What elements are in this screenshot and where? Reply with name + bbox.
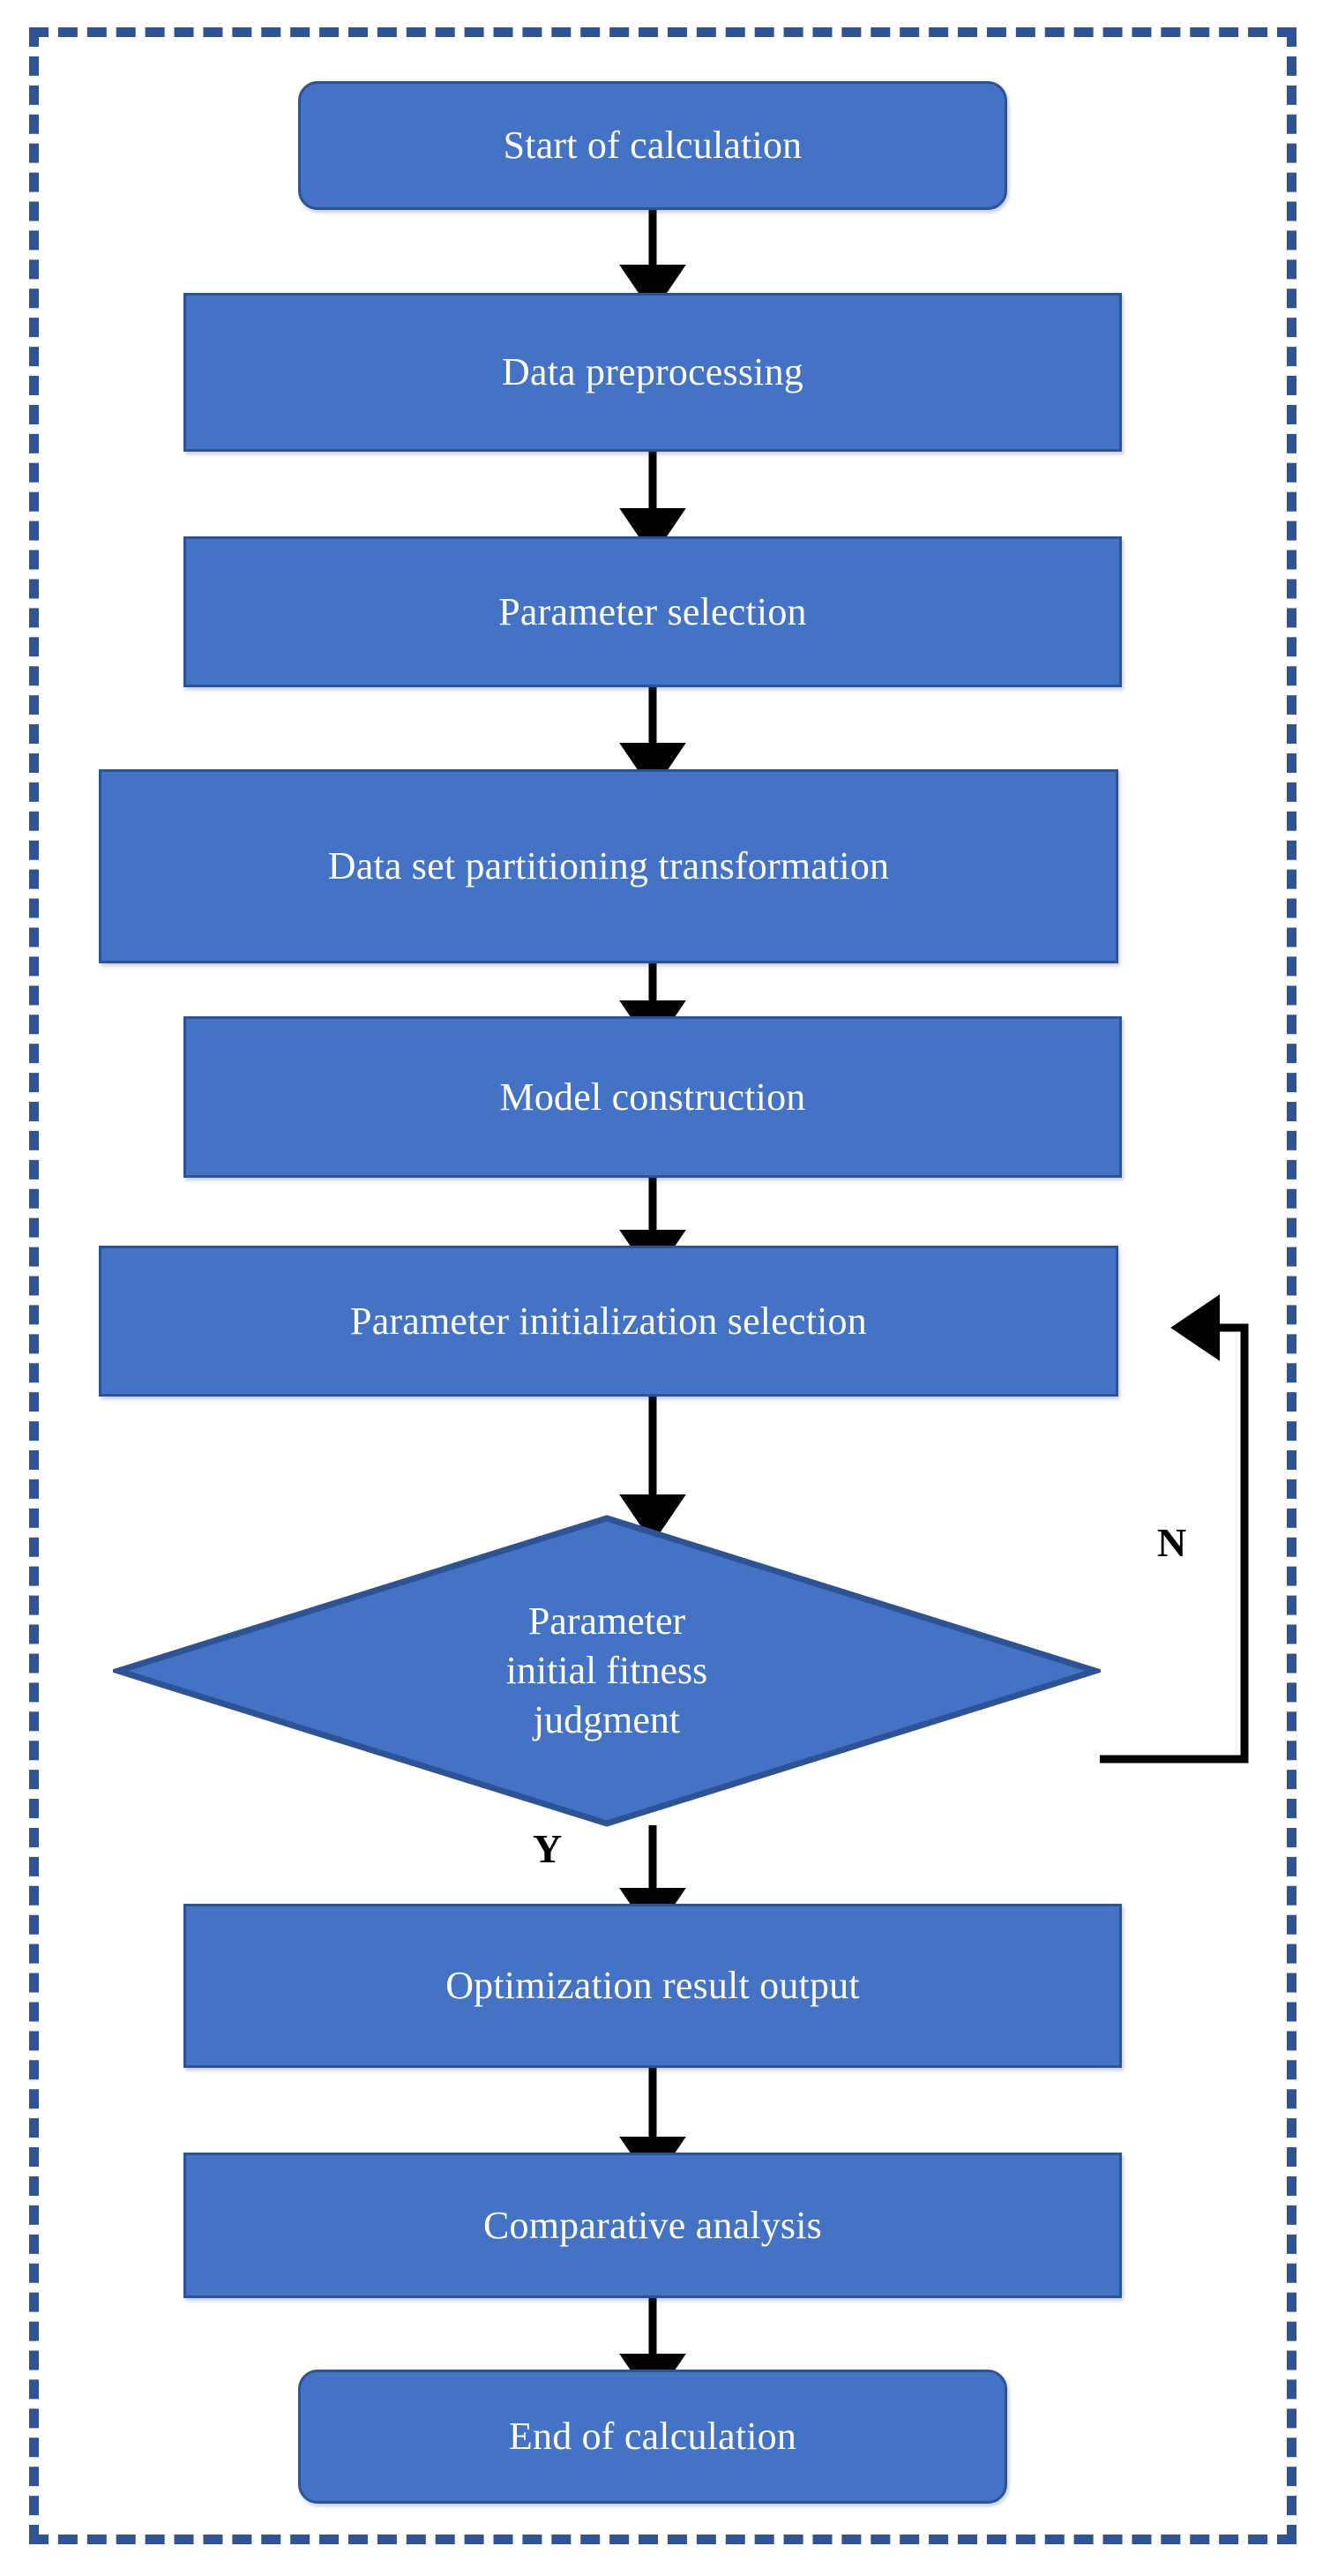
branch-label-no: N: [1157, 1520, 1187, 1565]
dashed-boundary-frame: [29, 27, 1296, 2544]
node-preprocess-label: Data preprocessing: [501, 350, 804, 394]
node-parameter-initialization-selection[interactable]: Parameter initialization selection: [99, 1246, 1118, 1397]
node-parameter-initial-fitness-judgment[interactable]: Parameter initial fitness judgment: [113, 1514, 1101, 1828]
node-comparative-analysis[interactable]: Comparative analysis: [183, 2153, 1122, 2298]
node-partition-label: Data set partitioning transformation: [327, 844, 890, 888]
node-compare-label: Comparative analysis: [482, 2203, 822, 2247]
node-model-label: Model construction: [499, 1075, 806, 1119]
node-model-construction[interactable]: Model construction: [183, 1016, 1122, 1178]
node-parameter-selection[interactable]: Parameter selection: [183, 536, 1122, 687]
decision-diamond-shape: [113, 1515, 1101, 1827]
node-end-of-calculation[interactable]: End of calculation: [298, 2370, 1007, 2504]
node-data-preprocessing[interactable]: Data preprocessing: [183, 293, 1122, 452]
node-start-of-calculation[interactable]: Start of calculation: [298, 81, 1007, 210]
branch-label-yes: Y: [533, 1826, 563, 1871]
node-optout-label: Optimization result output: [445, 1964, 860, 2008]
node-optimization-result-output[interactable]: Optimization result output: [183, 1904, 1122, 2068]
node-data-set-partitioning-transformation[interactable]: Data set partitioning transformation: [99, 769, 1118, 963]
node-start-label: Start of calculation: [503, 124, 803, 168]
node-paramsel-label: Parameter selection: [498, 589, 807, 633]
node-end-label: End of calculation: [508, 2415, 797, 2459]
node-judgment-label: Parameter initial fitness judgment: [505, 1599, 708, 1742]
node-paraminit-label: Parameter initialization selection: [350, 1299, 867, 1343]
